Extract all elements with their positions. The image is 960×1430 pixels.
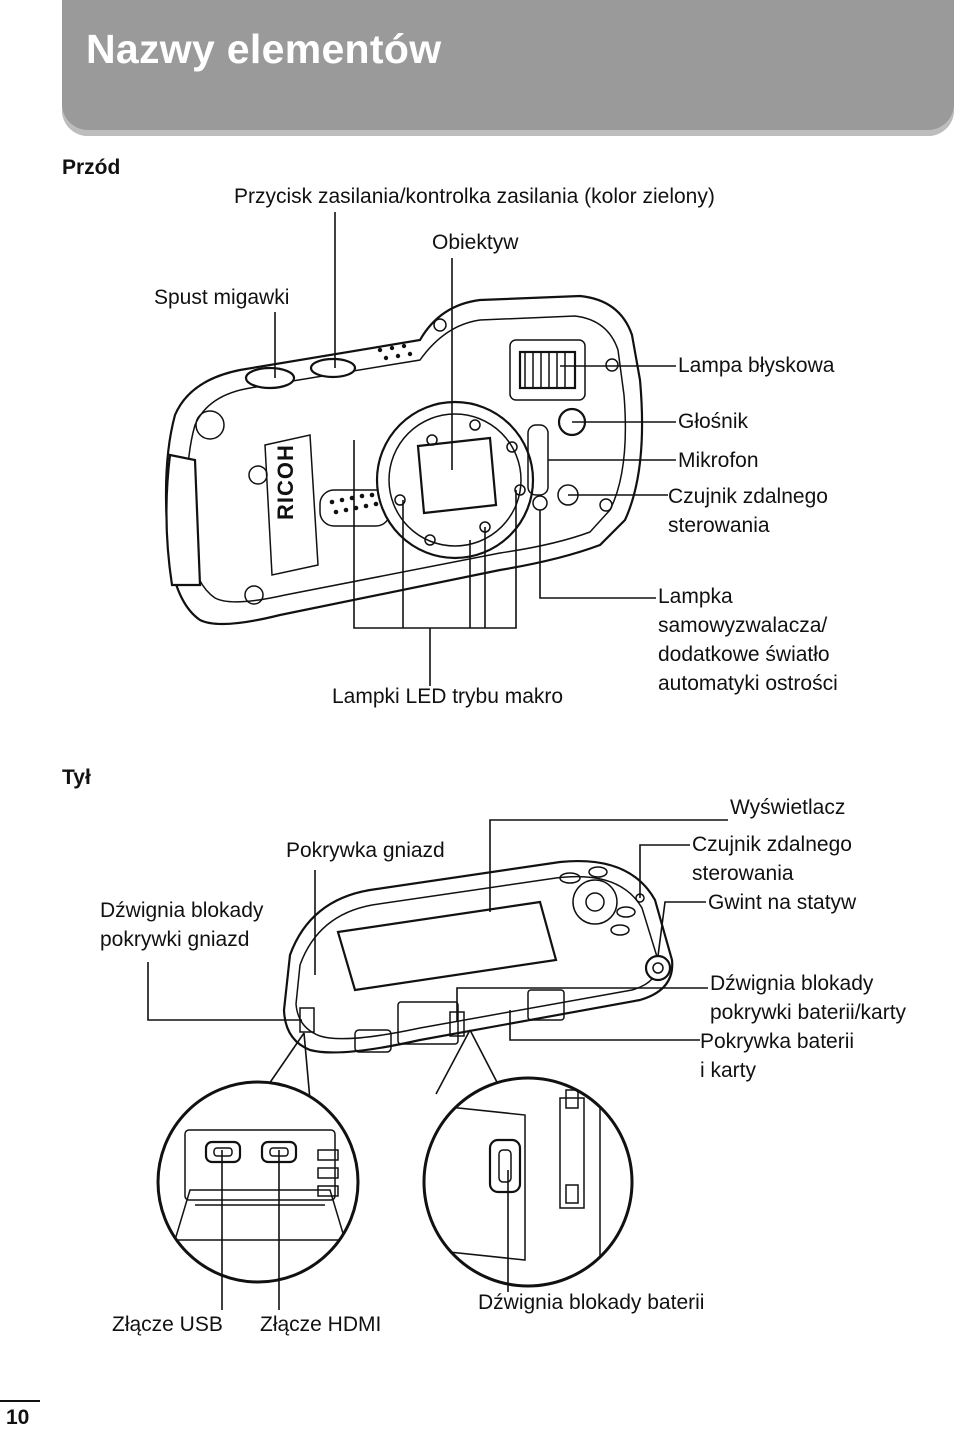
label-terminal-cover-lock: Dźwignia blokady pokrywki gniazd — [100, 896, 263, 954]
label-self-timer-line1: Lampka — [658, 585, 733, 608]
page-number: 10 — [0, 1400, 40, 1429]
usb-hdmi-detail — [156, 1080, 360, 1310]
front-camera-illustration — [164, 212, 676, 686]
brand-logo: RICOH — [273, 444, 298, 520]
label-terminal-cover: Pokrywka gniazd — [286, 839, 445, 862]
label-power-button: Przycisk zasilania/kontrolka zasilania (… — [234, 185, 715, 208]
label-self-timer-line2: samowyzwalacza/ — [658, 614, 828, 637]
label-hdmi-terminal: Złącze HDMI — [260, 1313, 382, 1336]
label-self-timer-line4: automatyki ostrości — [658, 672, 838, 695]
label-microphone: Mikrofon — [678, 449, 759, 472]
label-terminal-lock-line1: Dźwignia blokady — [100, 899, 264, 922]
label-battery-cover-lock: Dźwignia blokady pokrywki baterii/karty — [710, 969, 906, 1027]
label-terminal-lock-line2: pokrywki gniazd — [100, 928, 250, 951]
label-macro-leds: Lampki LED trybu makro — [332, 685, 564, 708]
label-battery-cover: Pokrywka baterii i karty — [700, 1027, 854, 1085]
front-heading: Przód — [62, 156, 121, 179]
label-usb-terminal: Złącze USB — [112, 1313, 223, 1336]
label-self-timer-line3: dodatkowe światło — [658, 643, 830, 666]
label-battery-lock-line1: Dźwignia blokady — [710, 972, 874, 995]
back-camera-illustration — [147, 819, 728, 1101]
label-lens: Obiektyw — [432, 231, 519, 254]
page-title: Nazwy elementów — [86, 26, 442, 72]
label-remote-sensor-front: Czujnik zdalnego sterowania — [668, 482, 828, 540]
back-heading: Tył — [62, 766, 91, 789]
label-remote-sensor-back-line2: sterowania — [692, 862, 794, 885]
label-remote-sensor-back-line1: Czujnik zdalnego — [692, 833, 852, 856]
page-header: Nazwy elementów — [62, 0, 954, 136]
label-tripod-socket: Gwint na statyw — [708, 891, 857, 914]
label-remote-sensor-back: Czujnik zdalnego sterowania — [692, 830, 852, 888]
battery-detail — [422, 1076, 634, 1292]
label-remote-sensor-front-line1: Czujnik zdalnego — [668, 485, 828, 508]
label-speaker: Głośnik — [678, 410, 749, 433]
label-battery-lock-line2: pokrywki baterii/karty — [710, 1001, 907, 1024]
label-battery-lock-lever: Dźwignia blokady baterii — [478, 1291, 705, 1314]
label-remote-sensor-front-line2: sterowania — [668, 514, 770, 537]
label-battery-cover-line2: i karty — [700, 1059, 757, 1082]
label-flash: Lampa błyskowa — [678, 354, 835, 377]
label-battery-cover-line1: Pokrywka baterii — [700, 1030, 855, 1053]
label-self-timer-lamp: Lampka samowyzwalacza/ dodatkowe światło… — [658, 582, 838, 698]
label-shutter: Spust migawki — [154, 286, 290, 309]
label-display: Wyświetlacz — [730, 796, 846, 819]
